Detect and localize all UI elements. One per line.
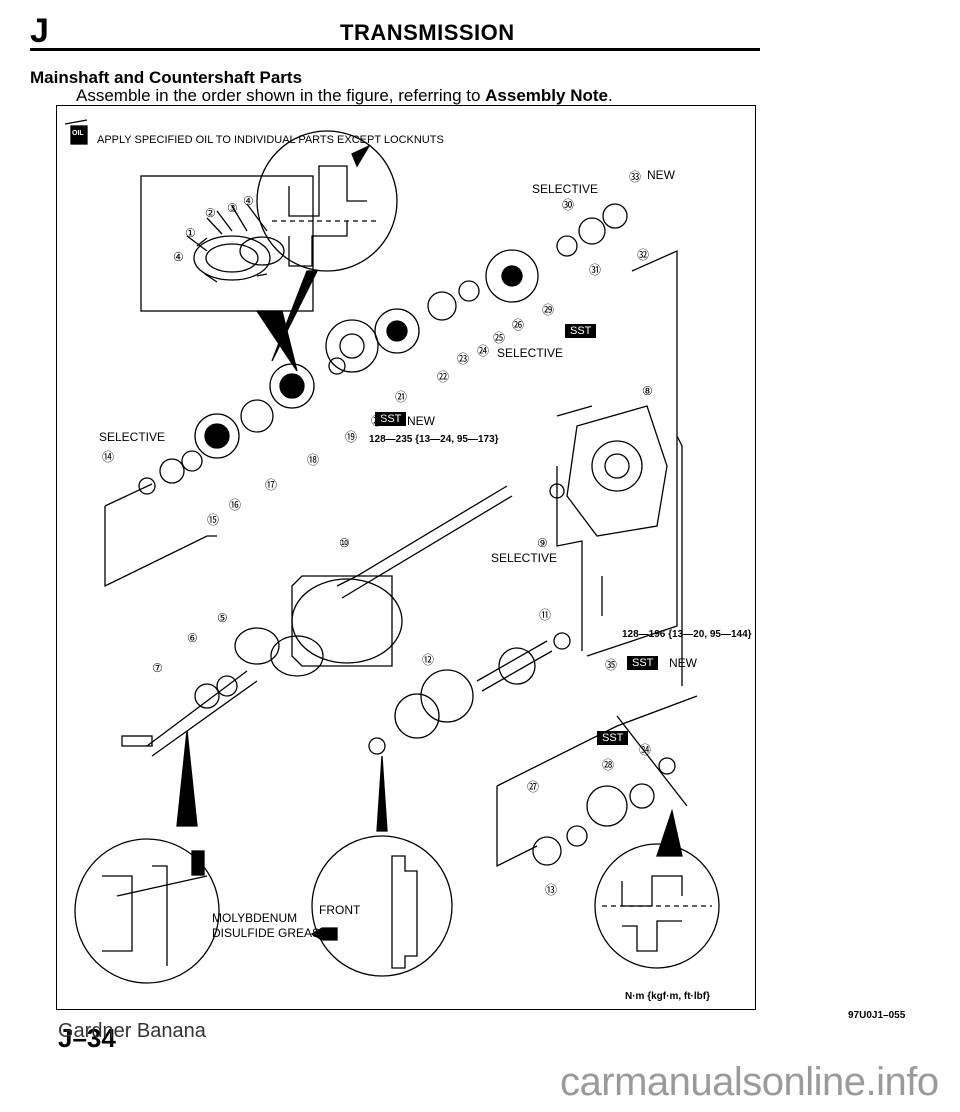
sst-tag-2: SST [375, 412, 407, 426]
callout-26: ㉖ [512, 318, 525, 332]
lower-gear-stack [138, 399, 274, 495]
transmission-case [549, 405, 668, 537]
torque-spec-2: 128—196 {13—20, 95—144} [622, 629, 752, 640]
callout-21: ㉑ [395, 390, 408, 404]
new-label-1: NEW [647, 168, 675, 182]
oil-icon-label: OIL [72, 130, 84, 137]
grease-label-line1: MOLYBDENUM [212, 911, 298, 925]
callout-24: ㉔ [477, 344, 490, 358]
section-instruction: Assemble in the order shown in the figur… [76, 86, 613, 106]
callout-1: ① [185, 226, 196, 240]
oil-can-icon [64, 119, 88, 145]
callout-27: ㉗ [527, 780, 540, 794]
bearing-detail-circle [594, 843, 720, 969]
synchronizer-inset [140, 175, 314, 312]
callout-32: ㉜ [637, 248, 650, 262]
exploded-view-drawing [64, 119, 720, 984]
new-label-2: NEW [407, 414, 435, 428]
front-detail-circle [311, 835, 453, 977]
mainshaft [121, 485, 513, 757]
callout-30: ㉚ [562, 198, 575, 212]
grease-label-line2: DISULFIDE GREASE [212, 926, 329, 940]
front-arrow-icon [310, 927, 338, 941]
callout-13: ⑬ [545, 883, 558, 897]
callout-7: ⑦ [152, 661, 163, 675]
callout-19: ⑲ [345, 430, 358, 444]
callout-3: ③ [227, 201, 238, 215]
new-label-3: NEW [669, 656, 697, 670]
front-label: FRONT [319, 903, 361, 917]
grease-detail-circle [74, 838, 220, 984]
callout-25: ㉕ [493, 331, 506, 345]
brand-overlay: Gardner Banana [58, 1020, 206, 1042]
countershaft [368, 632, 571, 755]
callout-2: ② [205, 206, 216, 220]
callout-22: ㉒ [437, 370, 450, 384]
instruction-end: . [607, 86, 613, 105]
callout-4a: ④ [243, 194, 254, 208]
callout-28: ㉘ [602, 758, 615, 772]
page-title: TRANSMISSION [340, 20, 515, 45]
assembly-note-link: Assembly Note [485, 86, 608, 105]
site-watermark: carmanualsonline.info [560, 1060, 939, 1104]
section-title: Mainshaft and Countershaft Parts [30, 68, 303, 87]
grease-tube-icon [191, 850, 205, 876]
callout-8: ⑧ [642, 384, 653, 398]
callout-11: ⑪ [539, 608, 552, 622]
callout-12: ⑫ [422, 653, 435, 667]
callout-4b: ④ [173, 250, 184, 264]
callout-31: ㉛ [589, 263, 602, 277]
header-rule [30, 48, 760, 51]
selective-label-1: SELECTIVE [532, 182, 599, 196]
torque-spec-1: 128—235 {13—24, 95—173} [369, 434, 499, 445]
oil-note: APPLY SPECIFIED OIL TO INDIVIDUAL PARTS … [97, 134, 444, 146]
callout-9: ⑨ [537, 536, 548, 550]
callout-15: ⑮ [207, 513, 220, 527]
sst-tag-1: SST [565, 324, 597, 338]
shim-detail-circle [256, 130, 398, 272]
callout-35: ㉟ [605, 658, 618, 672]
callout-33: ㉝ [629, 170, 642, 184]
callout-5: ⑤ [217, 611, 228, 625]
sst-tag-3: SST [627, 656, 659, 670]
synchronizer-gear-icon [193, 235, 285, 283]
callout-29: ㉙ [542, 303, 555, 317]
callout-14: ⑭ [102, 450, 115, 464]
callout-34: ㉞ [639, 743, 652, 757]
selective-label-4: SELECTIVE [491, 551, 558, 565]
callout-18: ⑱ [307, 453, 320, 467]
callout-17: ⑰ [265, 478, 278, 492]
callout-10: ⑩ [339, 536, 350, 550]
units-note: N·m {kgf·m, ft·lbf} [625, 991, 710, 1002]
selective-label-2: SELECTIVE [497, 346, 564, 360]
callout-23: ㉓ [457, 352, 470, 366]
sst-tag-4: SST [597, 731, 629, 745]
section-letter: J [30, 12, 49, 50]
callout-16: ⑯ [229, 498, 242, 512]
exploded-view-figure: APPLY SPECIFIED OIL TO INDIVIDUAL PARTS … [56, 105, 756, 1010]
callout-20: ⑳ [371, 414, 384, 428]
page-number: J–34 [58, 1023, 116, 1053]
upper-gear-stack [269, 203, 628, 409]
figure-reference: 97U0J1–055 [848, 1010, 906, 1021]
callout-6: ⑥ [187, 631, 198, 645]
selective-label-3: SELECTIVE [99, 430, 166, 444]
instruction-text: Assemble in the order shown in the figur… [76, 86, 486, 105]
